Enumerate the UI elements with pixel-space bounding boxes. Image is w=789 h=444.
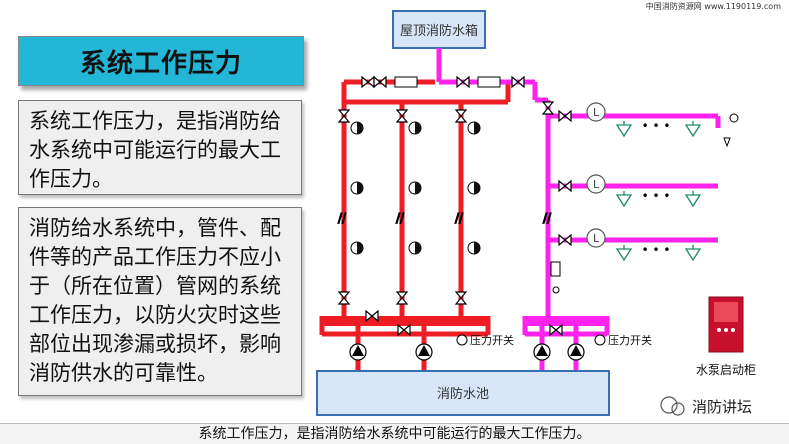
hydrant-pipes — [319, 79, 511, 372]
svg-text://: // — [338, 211, 347, 225]
pressure-switch-left: 压力开关 — [456, 333, 514, 347]
definition-box: 系统工作压力，是指消防给水系统中可能运行的最大工作压力。 — [18, 100, 302, 195]
fire-water-system-diagram: L 屋顶消防水箱 — [316, 10, 756, 416]
requirement-box: 消防给水系统中，管件、配件等的产品工作压力不应小于（所在位置）管网的系统工作压力… — [18, 207, 302, 396]
caption-bar: 系统工作压力，是指消防给水系统中可能运行的最大工作压力。 — [0, 423, 789, 444]
pump-start-cabinet: 水泵启动柜 — [696, 296, 756, 377]
pressure-switch-right-label: 压力开关 — [608, 333, 652, 347]
svg-text://: // — [543, 211, 552, 225]
water-pool: 消防水池 — [316, 370, 610, 416]
break-marks: // // // // — [337, 210, 552, 225]
svg-text://: // — [455, 211, 464, 225]
pool-label: 消防水池 — [437, 386, 489, 402]
sprinkler-pipes — [522, 82, 721, 372]
site-credit: 中国消防资源网 www.1190119.com — [645, 2, 781, 11]
pressure-switch-left-label: 压力开关 — [470, 333, 514, 347]
slide-title: 系统工作压力 — [79, 48, 242, 79]
top-valves — [361, 76, 525, 88]
roof-tank-label: 屋顶消防水箱 — [400, 23, 478, 39]
sprinkler-ellipsis-1: • • • — [642, 119, 671, 133]
sprinkler-branches — [542, 101, 739, 294]
cabinet-label: 水泵启动柜 — [696, 363, 756, 377]
slide-title-box: 系统工作压力 — [18, 36, 304, 86]
brand-name: 消防讲坛 — [692, 398, 752, 416]
sprinkler-ellipsis-3: • • • — [642, 243, 671, 257]
svg-text://: // — [396, 211, 405, 225]
brand-logo: 消防讲坛 — [660, 396, 752, 416]
sprinkler-ellipsis-2: • • • — [642, 189, 671, 203]
pressure-switch-right: 压力开关 — [594, 333, 652, 347]
pumps — [349, 343, 585, 361]
roof-tank: 屋顶消防水箱 — [392, 10, 486, 49]
riser-valves — [338, 109, 563, 336]
